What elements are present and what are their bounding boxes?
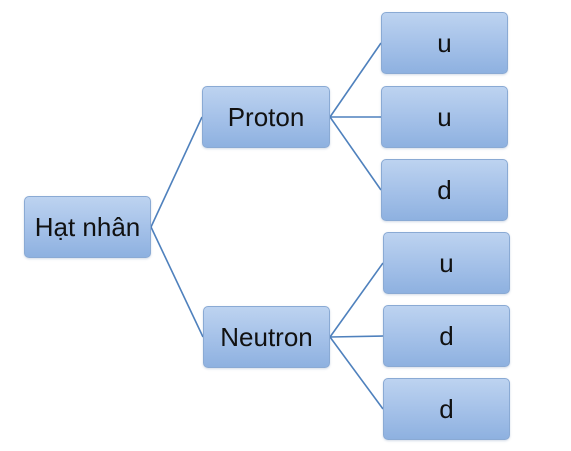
quark-label: d (439, 393, 454, 424)
quark-label: u (437, 101, 452, 132)
connector-root-proton (150, 116, 203, 228)
connector-root-neutron (150, 226, 204, 338)
node-proton-quark-1: u (381, 12, 508, 74)
node-neutron: Neutron (203, 306, 330, 368)
node-nucleus-label: Hạt nhân (34, 211, 141, 242)
node-proton-quark-3: d (381, 159, 508, 221)
node-neutron-quark-2: d (383, 305, 510, 367)
node-neutron-label: Neutron (220, 321, 313, 352)
connector-proton-leaf-1 (329, 42, 382, 118)
connector-proton-leaf-3 (329, 116, 382, 191)
connector-neutron-leaf-3 (329, 336, 384, 410)
node-neutron-quark-3: d (383, 378, 510, 440)
connector-neutron-leaf-1 (329, 262, 384, 338)
node-neutron-quark-1: u (383, 232, 510, 294)
node-nucleus: Hạt nhân (24, 196, 151, 258)
quark-label: u (437, 27, 452, 58)
node-proton: Proton (202, 86, 330, 148)
quark-label: u (439, 247, 454, 278)
quark-label: d (437, 174, 452, 205)
node-proton-quark-2: u (381, 86, 508, 148)
quark-label: d (439, 320, 454, 351)
connector-neutron-leaf-2 (329, 335, 384, 338)
node-proton-label: Proton (227, 101, 305, 132)
